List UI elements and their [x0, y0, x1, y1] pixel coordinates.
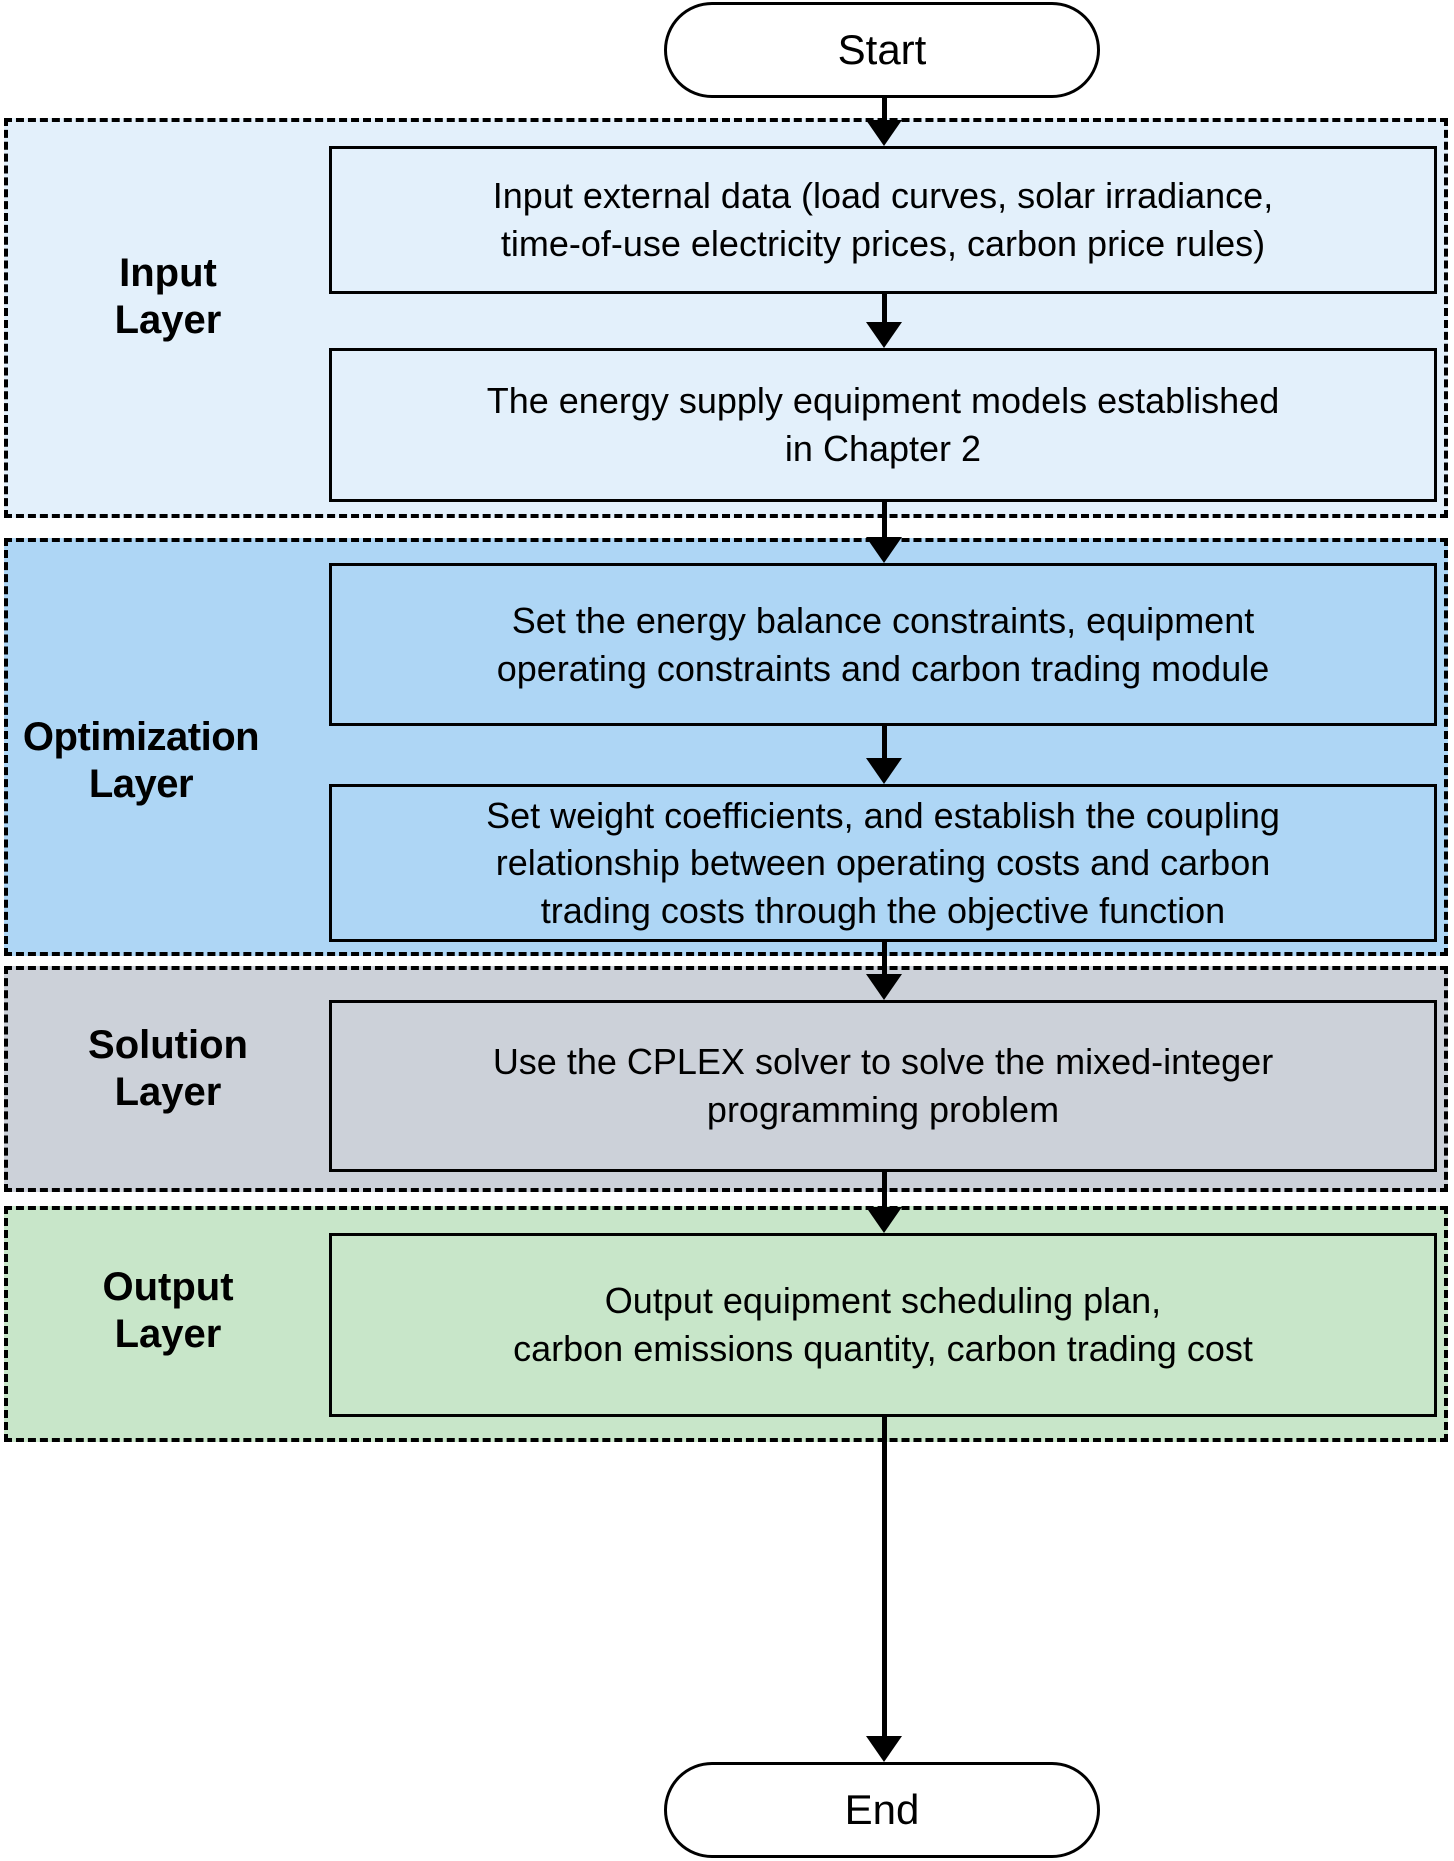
- arrow-head-icon: [866, 974, 902, 1000]
- layer-label-output: Output Layer: [102, 1265, 234, 1357]
- layer-label-solution: Solution Layer: [88, 1023, 248, 1115]
- layer-label-input: Input Layer: [114, 251, 222, 343]
- arrow-input-1-to-input-2: [866, 294, 902, 348]
- arrow-stem: [882, 1172, 887, 1207]
- arrow-head-icon: [866, 1207, 902, 1233]
- process-box-input-2[interactable]: The energy supply equipment models estab…: [329, 348, 1437, 502]
- arrow-output-1-to-end: [866, 1417, 902, 1762]
- arrow-stem: [882, 1417, 887, 1736]
- process-box-optimization-2[interactable]: Set weight coefficients, and establish t…: [329, 784, 1437, 942]
- arrow-head-icon: [866, 758, 902, 784]
- layer-label-optimization: Optimization Layer: [22, 715, 260, 807]
- arrow-head-icon: [866, 120, 902, 146]
- arrow-optimization-2-to-solution-1: [866, 942, 902, 1000]
- arrow-optimization-1-to-optimization-2: [866, 726, 902, 784]
- arrow-start-to-input-1: [866, 98, 902, 146]
- start-node[interactable]: Start: [664, 2, 1100, 98]
- arrow-solution-1-to-output-1: [866, 1172, 902, 1233]
- arrow-input-2-to-optimization-1: [866, 502, 902, 563]
- end-node[interactable]: End: [664, 1762, 1100, 1858]
- arrow-stem: [882, 294, 887, 322]
- arrow-stem: [882, 726, 887, 758]
- process-box-input-1[interactable]: Input external data (load curves, solar …: [329, 146, 1437, 294]
- arrow-stem: [882, 502, 887, 537]
- process-box-solution-1[interactable]: Use the CPLEX solver to solve the mixed-…: [329, 1000, 1437, 1172]
- process-box-optimization-1[interactable]: Set the energy balance constraints, equi…: [329, 563, 1437, 726]
- process-box-output-1[interactable]: Output equipment scheduling plan, carbon…: [329, 1233, 1437, 1417]
- arrow-stem: [882, 98, 887, 122]
- arrow-stem: [882, 942, 887, 974]
- arrow-head-icon: [866, 322, 902, 348]
- arrow-head-icon: [866, 1736, 902, 1762]
- arrow-head-icon: [866, 537, 902, 563]
